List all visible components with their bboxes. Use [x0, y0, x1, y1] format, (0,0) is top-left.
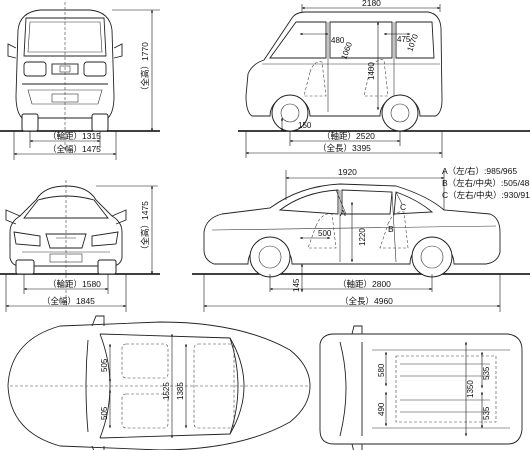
car2-tread-label: （輪距）1580 [48, 279, 101, 289]
car2-side-view: 1920 A B C 500 1220 145 （軸距）2800 （全長）496… [192, 167, 530, 312]
car1-top-2180: 2180 [362, 0, 381, 8]
car2-label-b: B [388, 224, 394, 234]
car2-width-label: （全幅）1845 [42, 296, 95, 306]
car2-front-view: （全高）1475 （輪距）1580 （全幅）1845 [0, 180, 160, 312]
car1-clearance: 150 [298, 121, 312, 130]
car2-top-1525: 1525 [162, 382, 171, 400]
car2-legend: A（左/右）:985/965 B（左右/中央）:505/485 C（左右/中央）… [442, 166, 530, 200]
car1-dim-475: 475 [397, 35, 411, 44]
car1-length: （全長）3395 [318, 143, 371, 153]
car2-height-label: （全高）1475 [140, 201, 150, 254]
car1-dim-1400: 1400 [367, 62, 376, 80]
car2-dim-1220: 1220 [358, 228, 367, 246]
car1-top-1350: 1350 [466, 380, 475, 398]
legend-c: C（左右/中央）:930/910 [442, 190, 530, 200]
car2-top-1920: 1920 [338, 167, 357, 177]
car2-dim-145: 145 [292, 278, 301, 292]
car1-tread-label: （輪距）1315 [48, 131, 101, 141]
car1-height-label: （全高）1770 [140, 42, 150, 95]
legend-b: B（左右/中央）:505/485 [442, 178, 530, 188]
car1-top-535b: 535 [482, 406, 491, 420]
car2-wheelbase: （軸距）2800 [338, 279, 391, 289]
car2-top-1385: 1385 [176, 382, 185, 400]
car1-dim-480: 480 [331, 36, 345, 45]
car2-length: （全長）4960 [340, 296, 393, 306]
legend-a: A（左/右）:985/965 [442, 166, 517, 176]
car1-width-label: （全幅）1475 [48, 144, 101, 154]
car1-top-490: 490 [377, 402, 386, 416]
car2-top-505b: 505 [100, 406, 109, 420]
car1-top-535a: 535 [482, 366, 491, 380]
car2-dim-500: 500 [318, 229, 332, 238]
car2-label-a: A [340, 208, 346, 218]
car1-top-580: 580 [377, 363, 386, 377]
car1-front-view: （全高）1770 （輪距）1315 （全幅）1475 [0, 2, 160, 160]
car2-top-505a: 505 [100, 358, 109, 372]
car1-side-view: 2180 480 1060 475 1070 1400 150 （軸距）2520… [238, 0, 530, 158]
car1-wheelbase: （軸距）2520 [322, 131, 375, 141]
car1-top-view: 580 490 1350 535 535 [319, 325, 523, 450]
car2-label-c: C [400, 202, 406, 212]
car2-top-view: 505 505 1525 1385 [7, 315, 311, 450]
